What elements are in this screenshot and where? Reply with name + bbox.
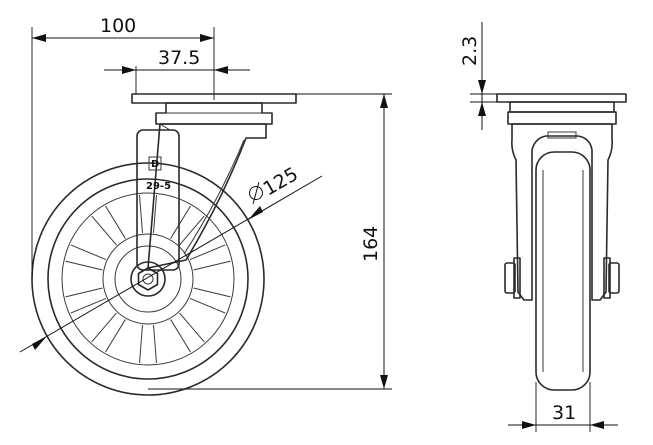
part-code-label: 29-5 <box>146 181 171 192</box>
wheel-spoke <box>189 287 231 314</box>
dimension-plate-thickness: 2.3 <box>459 22 497 130</box>
arrow-left <box>32 34 46 42</box>
fork-arm <box>147 123 267 269</box>
arrow-diameter-upper <box>248 206 263 220</box>
wheel-spoke <box>91 205 126 246</box>
wheel-spokes <box>65 194 231 364</box>
arrow-2-3-top <box>478 80 486 94</box>
dimension-plate-offset: 37.5 <box>104 47 250 94</box>
dimension-overall-height: 164 <box>148 93 392 390</box>
wheel-spoke <box>139 194 157 234</box>
wheel-hub-ring <box>102 233 194 325</box>
dim-text-100: 100 <box>100 15 136 37</box>
wheel-tire-inner <box>47 178 249 380</box>
axle-nut <box>137 267 159 291</box>
arrow-2-3-bottom <box>478 102 486 116</box>
wheel-spoke <box>170 312 205 353</box>
dim-text-125: 125 <box>260 163 302 200</box>
wheel-spoke <box>91 312 126 353</box>
front-bearing <box>509 101 615 113</box>
front-bearing-lower <box>507 111 617 125</box>
front-washer-left <box>513 257 521 299</box>
dim-text-37-5: 37.5 <box>158 47 200 69</box>
logo-mark: D <box>151 159 159 170</box>
front-axle-nut-left <box>504 262 516 294</box>
fork-arm-edge <box>183 139 245 255</box>
front-wheel <box>535 151 591 391</box>
wheel-tire-outer <box>31 162 265 396</box>
axle <box>130 261 166 297</box>
arrow-right <box>200 34 214 42</box>
diameter-symbol <box>249 181 263 205</box>
wheel-spoke <box>170 205 205 246</box>
arrow-top <box>380 94 388 108</box>
wheel-spoke <box>65 287 107 314</box>
arrow-31-left <box>522 421 536 429</box>
front-view: 2.3 31 <box>459 22 627 432</box>
arrow-in-right <box>214 66 228 74</box>
axle-bolt <box>142 273 154 285</box>
dimension-overall-width: 100 <box>31 15 215 279</box>
front-fork <box>511 123 613 301</box>
front-axle-nut-right <box>608 262 620 294</box>
wheel-spoke <box>139 324 157 364</box>
fork <box>136 123 267 271</box>
wheel <box>31 162 265 396</box>
dim-line-diameter <box>19 175 323 353</box>
wheel-spoke <box>65 244 107 271</box>
dimension-wheel-width: 31 <box>508 382 618 432</box>
dim-text-164: 164 <box>360 226 382 262</box>
wheel-hub <box>114 245 182 313</box>
logo-box <box>148 156 162 171</box>
side-view: D 29-5 100 37.5 <box>19 15 392 396</box>
fork-joint-line <box>159 123 171 131</box>
wheel-rim-outer <box>61 192 235 366</box>
dim-text-31: 31 <box>552 402 576 424</box>
arrow-in-left <box>122 66 136 74</box>
arrow-diameter-lower <box>32 336 47 350</box>
arrow-bottom <box>380 375 388 389</box>
front-washer-right <box>603 257 611 299</box>
front-top-plate <box>496 93 627 103</box>
wheel-spoke <box>189 244 231 271</box>
fork-leg <box>136 129 180 271</box>
dim-text-2-3: 2.3 <box>459 36 481 66</box>
axle-washer <box>130 261 166 297</box>
front-fork-bridge <box>547 131 577 139</box>
arrow-31-right <box>590 421 604 429</box>
